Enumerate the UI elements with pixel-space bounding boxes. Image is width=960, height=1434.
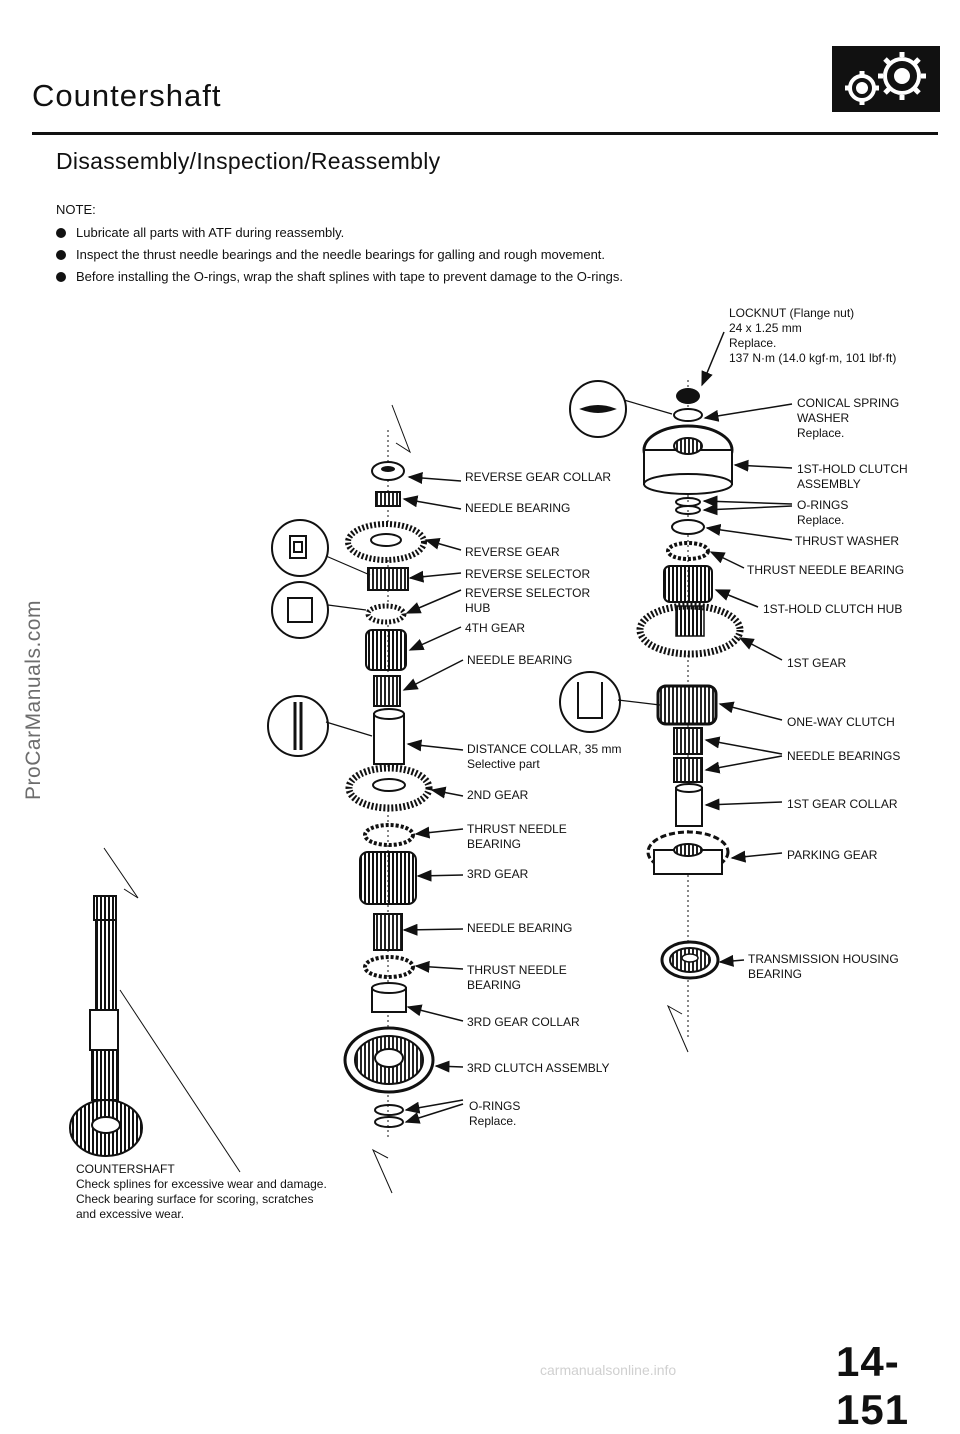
thrust-washer: [671, 519, 705, 535]
section-subtitle: Disassembly/Inspection/Reassembly: [56, 148, 441, 174]
one-way-clutch: [656, 684, 718, 726]
locknut: [676, 388, 700, 404]
label-third-clutch-assembly: 3RD CLUTCH ASSEMBLY: [467, 1061, 610, 1075]
label-reverse-selector: REVERSE SELECTOR: [465, 567, 591, 581]
page-title: Countershaft: [32, 78, 222, 113]
label-countershaft: COUNTERSHAFT Check splines for excessive…: [76, 1162, 327, 1221]
third-gear: [359, 851, 417, 905]
label-reverse-gear: REVERSE GEAR: [465, 545, 560, 559]
label-needle-bearings: NEEDLE BEARINGS: [787, 749, 901, 763]
page-number: 14-151: [836, 1338, 910, 1433]
needle-bearings-right: [673, 727, 703, 783]
reverse-gear-collar: [371, 461, 405, 481]
transmission-housing-bearing: [660, 940, 720, 980]
countershaft: [69, 895, 143, 1157]
label-second-gear: 2ND GEAR: [467, 788, 529, 802]
label-thrust-washer: THRUST WASHER: [795, 534, 900, 548]
conical-spring-washer: [673, 408, 703, 422]
label-locknut: LOCKNUT (Flange nut) 24 x 1.25 mm Replac…: [729, 306, 897, 365]
first-hold-clutch-hub: [663, 565, 713, 603]
needle-bearing-3: [373, 913, 403, 951]
o-rings-right: [675, 497, 701, 515]
reverse-selector-hub: [365, 603, 407, 625]
label-conical-spring-washer: CONICAL SPRING WASHER Replace.: [797, 396, 900, 440]
note-item: Lubricate all parts with ATF during reas…: [56, 222, 623, 244]
needle-bearing-2: [373, 675, 401, 707]
exploded-diagram: [69, 331, 793, 1194]
label-thrust-needle-bearing-1: THRUST NEEDLE BEARING: [467, 822, 567, 851]
detail-callout-washer: [559, 380, 627, 733]
label-needle-bearing-2: NEEDLE BEARING: [467, 653, 573, 667]
first-gear-collar: [675, 783, 703, 827]
label-thrust-needle-bearing-2: THRUST NEEDLE BEARING: [467, 963, 567, 992]
fourth-gear: [365, 629, 407, 671]
note-heading: NOTE:: [56, 202, 96, 217]
thrust-needle-bearing-1: [363, 823, 415, 847]
label-thrust-needle-bearing: THRUST NEEDLE BEARING: [747, 563, 905, 577]
label-transmission-housing-bearing: TRANSMISSION HOUSING BEARING: [748, 952, 899, 981]
thrust-needle-bearing-right: [666, 541, 710, 561]
third-clutch-assembly: [343, 1026, 435, 1094]
label-first-gear-collar: 1ST GEAR COLLAR: [787, 797, 898, 811]
third-gear-collar: [371, 982, 407, 1013]
o-rings-left: [374, 1104, 404, 1128]
note-item: Inspect the thrust needle bearings and t…: [56, 244, 623, 266]
footer-watermark: carmanualsonline.info: [540, 1362, 677, 1378]
note-list: Lubricate all parts with ATF during reas…: [56, 222, 623, 288]
thrust-needle-bearing-2: [363, 955, 415, 979]
distance-collar: [373, 708, 405, 765]
label-reverse-gear-collar: REVERSE GEAR COLLAR: [465, 470, 612, 484]
label-one-way-clutch: ONE-WAY CLUTCH: [787, 715, 895, 729]
label-first-hold-clutch-hub: 1ST-HOLD CLUTCH HUB: [763, 602, 903, 616]
label-o-rings-right: O-RINGS Replace.: [797, 498, 849, 527]
label-distance-collar: DISTANCE COLLAR, 35 mm Selective part: [467, 742, 622, 771]
label-needle-bearing-1: NEEDLE BEARING: [465, 501, 571, 515]
label-needle-bearing-3: NEEDLE BEARING: [467, 921, 573, 935]
label-reverse-selector-hub: REVERSE SELECTOR HUB: [465, 586, 591, 615]
needle-bearing-1: [375, 491, 401, 507]
parking-gear: [646, 830, 730, 875]
label-third-gear: 3RD GEAR: [467, 867, 529, 881]
header-rule: [32, 132, 938, 135]
note-item: Before installing the O-rings, wrap the …: [56, 266, 623, 288]
detail-callout-selector: [267, 519, 329, 757]
label-first-gear: 1ST GEAR: [787, 656, 847, 670]
second-gear: [345, 764, 433, 812]
label-first-hold-clutch-assembly: 1ST-HOLD CLUTCH ASSEMBLY: [797, 462, 908, 491]
label-parking-gear: PARKING GEAR: [787, 848, 878, 862]
label-fourth-gear: 4TH GEAR: [465, 621, 526, 635]
reverse-selector: [367, 567, 409, 591]
label-o-rings-left: O-RINGS Replace.: [469, 1099, 521, 1128]
label-third-gear-collar: 3RD GEAR COLLAR: [467, 1015, 580, 1029]
gears-icon: [832, 46, 940, 112]
first-hold-clutch-assembly: [642, 424, 734, 495]
reverse-gear: [345, 521, 427, 563]
first-gear: [636, 602, 744, 658]
